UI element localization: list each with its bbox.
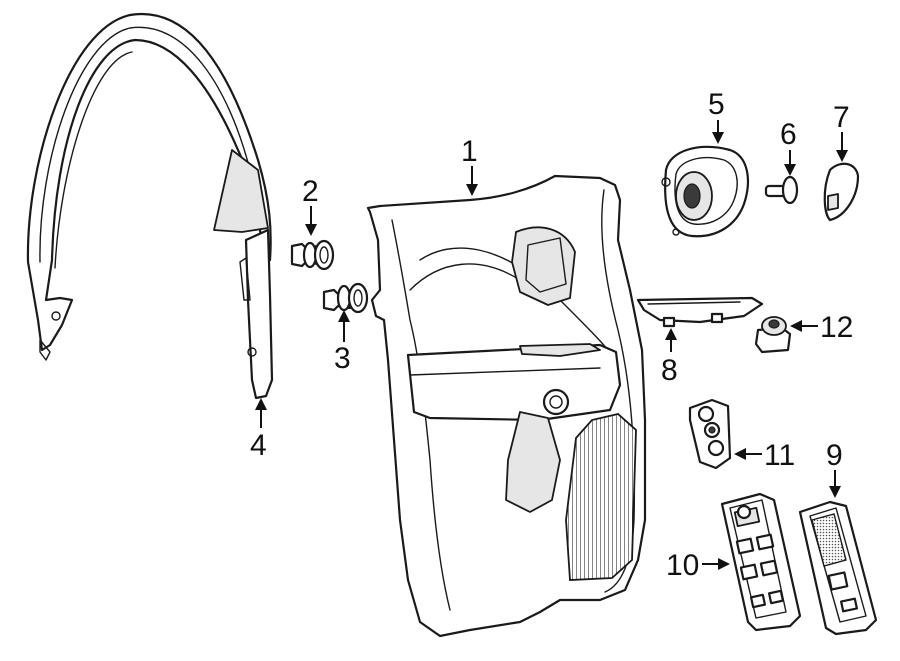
callout-7: 7: [833, 101, 850, 162]
callout-10: 10: [666, 549, 730, 582]
callout-6: 6: [780, 118, 797, 176]
callout-label-12: 12: [820, 311, 853, 344]
lock-switch-part: [688, 398, 732, 470]
pillar-trim-part: [26, 12, 274, 400]
callout-label-10: 10: [666, 549, 699, 582]
fastener-clip-2-part: [290, 239, 335, 271]
speaker-bezel-part: [661, 145, 750, 238]
callout-label-8: 8: [661, 354, 678, 387]
window-switch-passenger-part: [798, 500, 878, 636]
callout-label-5: 5: [708, 88, 725, 121]
handle-cap-part: [823, 162, 860, 222]
callout-12: 12: [790, 311, 853, 344]
callout-4: 4: [250, 398, 267, 462]
switch-knob-part: [754, 316, 792, 354]
callout-label-2: 2: [302, 175, 319, 208]
door-trim-panel-part: [366, 174, 647, 638]
callout-1: 1: [461, 135, 478, 196]
callout-label-4: 4: [250, 429, 267, 462]
callout-11: 11: [734, 439, 795, 472]
callout-2: 2: [302, 175, 319, 236]
pin-part: [764, 175, 799, 205]
callout-label-11: 11: [764, 439, 795, 472]
callout-label-6: 6: [780, 118, 797, 151]
callout-label-7: 7: [833, 101, 850, 134]
callout-label-1: 1: [461, 135, 478, 168]
callout-9: 9: [826, 439, 843, 498]
callout-8: 8: [661, 328, 678, 387]
fastener-clip-3-part: [322, 282, 369, 314]
callout-label-3: 3: [334, 342, 351, 375]
callout-label-9: 9: [826, 439, 843, 472]
callout-3: 3: [334, 310, 351, 375]
pull-cup-part: [636, 296, 764, 328]
callout-5: 5: [708, 88, 725, 144]
window-switch-driver-part: [720, 492, 802, 632]
